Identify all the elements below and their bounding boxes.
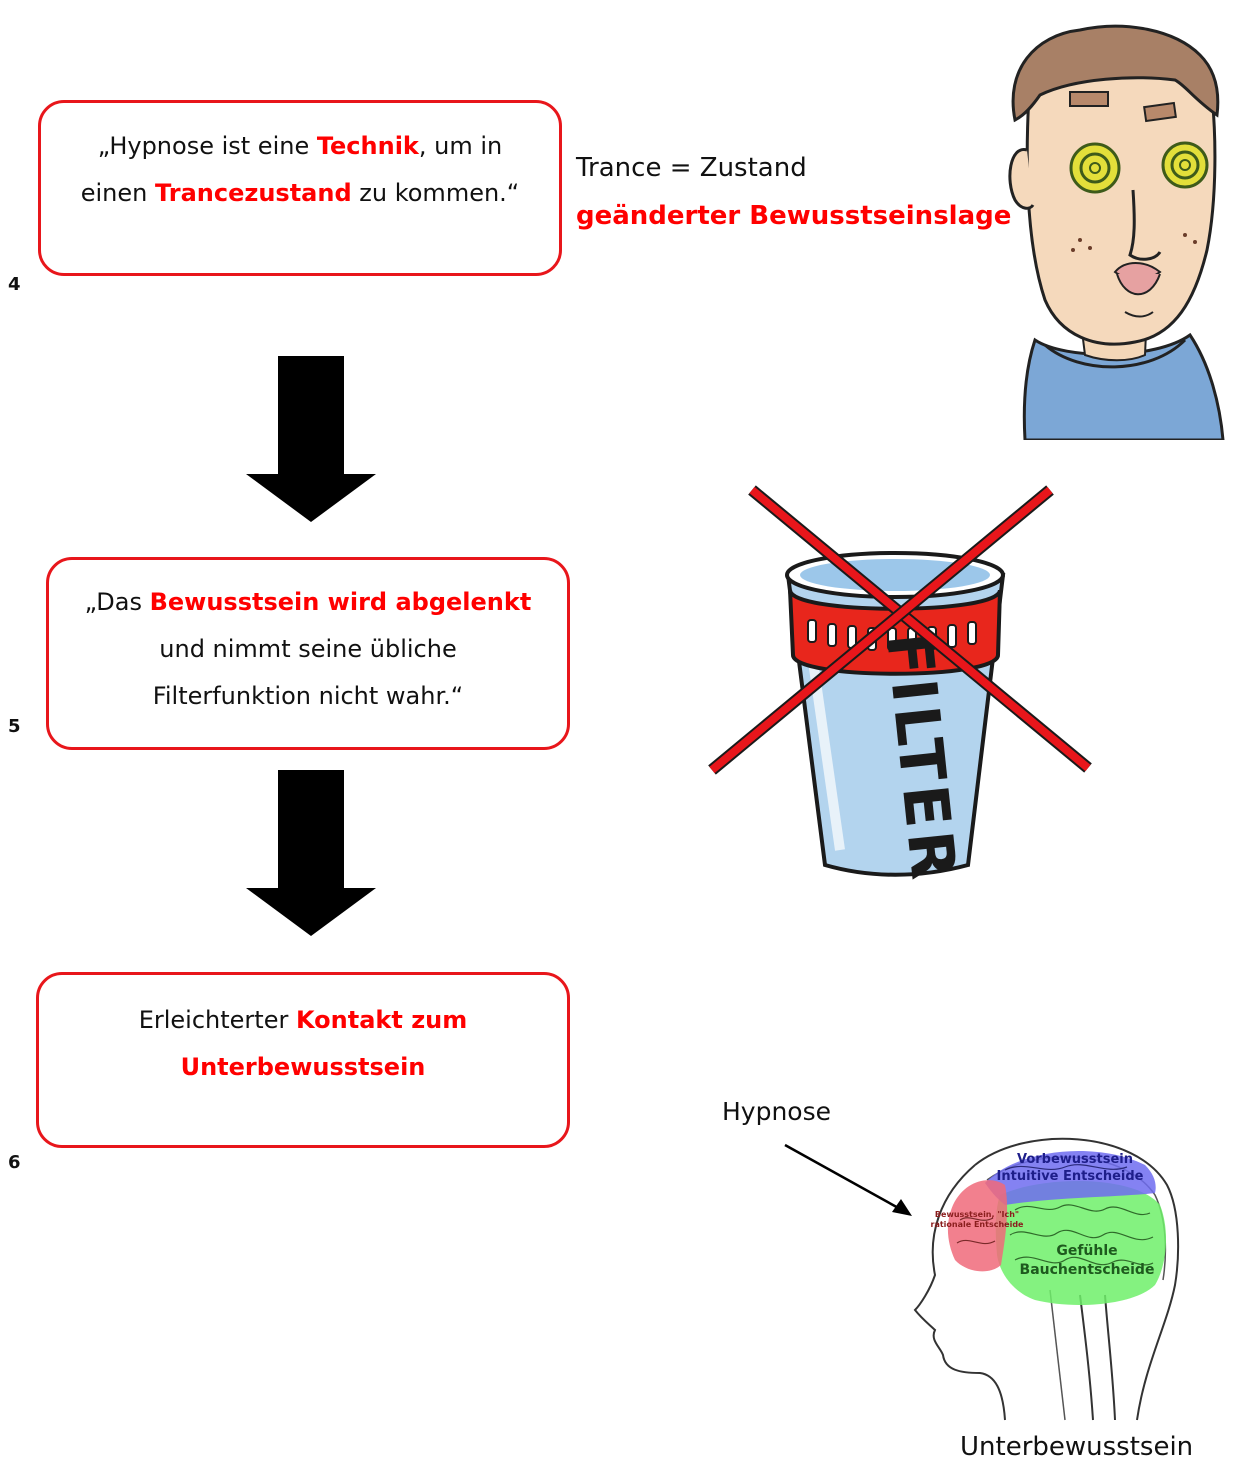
- down-arrow-2: [246, 770, 376, 936]
- statement-box-3: Erleichterter Kontakt zum Unterbewusstse…: [36, 972, 570, 1148]
- down-arrow-1: [246, 356, 376, 522]
- trance-line-2: geänderter Bewusstseinslage: [576, 201, 1012, 231]
- statement-2-line-3: Filterfunktion nicht wahr.“: [152, 682, 464, 710]
- brain-label-gefuehle: Gefühle: [1056, 1243, 1117, 1259]
- hypnotized-man-illustration: [1008, 24, 1225, 440]
- step-number-4: 4: [8, 274, 21, 295]
- brain-label-intuitive: Intuitive Entscheide: [997, 1169, 1144, 1184]
- brain-label-bauchentscheide: Bauchentscheide: [1020, 1262, 1155, 1278]
- statement-1-line-1: „Hypnose ist eine Technik, um in: [97, 132, 503, 160]
- brain-label-vorbewusstsein: Vorbewusstsein: [1017, 1152, 1133, 1167]
- highlight-unterbewusstsein: Unterbewusstsein: [180, 1053, 426, 1081]
- statement-box-2: „Das Bewusstsein wird abgelenkt und nimm…: [46, 557, 570, 750]
- unterbewusstsein-label: Unterbewusstsein: [960, 1432, 1194, 1462]
- step-number-6: 6: [8, 1152, 21, 1173]
- hypnose-arrow: [784, 1143, 912, 1216]
- highlight-trancezustand: Trancezustand: [155, 179, 352, 207]
- highlight-technik: Technik: [316, 132, 419, 160]
- statement-2-line-2: und nimmt seine übliche: [159, 635, 457, 663]
- statement-1-line-2: einen Trancezustand zu kommen.“: [80, 179, 520, 207]
- statement-3-line-1: Erleichterter Kontakt zum: [138, 1006, 468, 1034]
- trance-line-1: Trance = Zustand: [576, 153, 807, 183]
- trance-definition: Trance = Zustand geänderter Bewusstseins…: [576, 144, 1011, 240]
- hypnose-label: Hypnose: [722, 1097, 832, 1126]
- step-number-5: 5: [8, 716, 21, 737]
- brain-label-bewusstsein: Bewusstsein, "Ich": [935, 1210, 1019, 1219]
- highlight-bewusstsein-abgelenkt: Bewusstsein wird abgelenkt: [149, 588, 532, 616]
- statement-2-line-1: „Das Bewusstsein wird abgelenkt: [84, 588, 532, 616]
- brain-head-illustration: Vorbewusstsein Intuitive Entscheide Bewu…: [913, 1137, 1180, 1421]
- brain-label-rationale: rationale Entscheide: [931, 1220, 1025, 1229]
- highlight-kontakt: Kontakt zum: [295, 1006, 468, 1034]
- filter-cup-illustration: FILTER: [708, 485, 1092, 880]
- statement-box-1: „Hypnose ist eine Technik, um in einen T…: [38, 100, 562, 276]
